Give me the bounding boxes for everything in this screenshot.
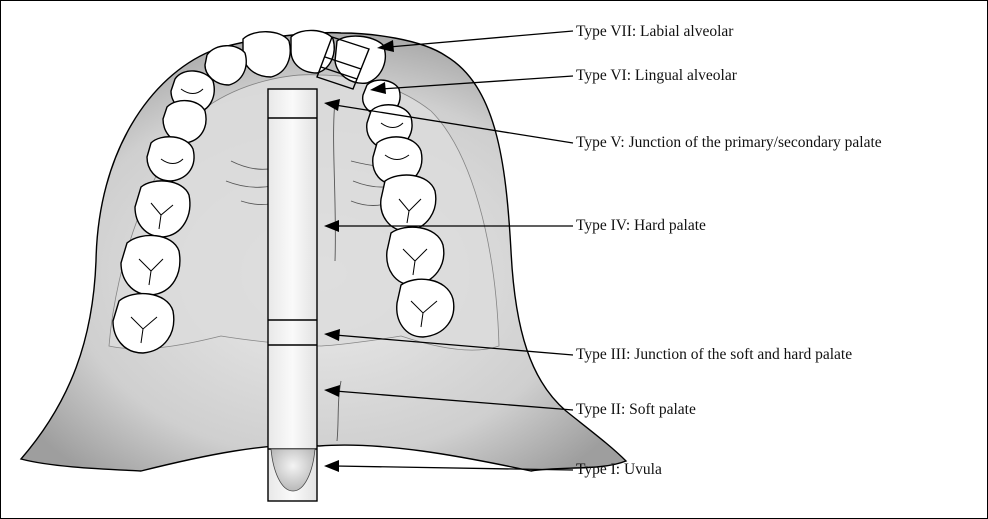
- tooth: [335, 36, 385, 83]
- tooth: [291, 30, 334, 73]
- label-type3: Type III: Junction of the soft and hard …: [576, 346, 852, 364]
- label-type7: Type VII: Labial alveolar: [576, 23, 733, 41]
- palate-zone-column: [268, 89, 317, 501]
- arrow-type7: [389, 31, 573, 47]
- tooth: [135, 181, 190, 237]
- tooth: [397, 279, 454, 337]
- label-type1: Type I: Uvula: [576, 461, 662, 479]
- tooth: [121, 235, 180, 295]
- tooth: [113, 294, 174, 353]
- label-type6: Type VI: Lingual alveolar: [576, 67, 737, 85]
- tooth: [147, 137, 194, 181]
- tooth: [243, 32, 290, 77]
- label-type2: Type II: Soft palate: [576, 401, 696, 419]
- label-type5: Type V: Junction of the primary/secondar…: [576, 134, 882, 152]
- label-type4: Type IV: Hard palate: [576, 217, 706, 235]
